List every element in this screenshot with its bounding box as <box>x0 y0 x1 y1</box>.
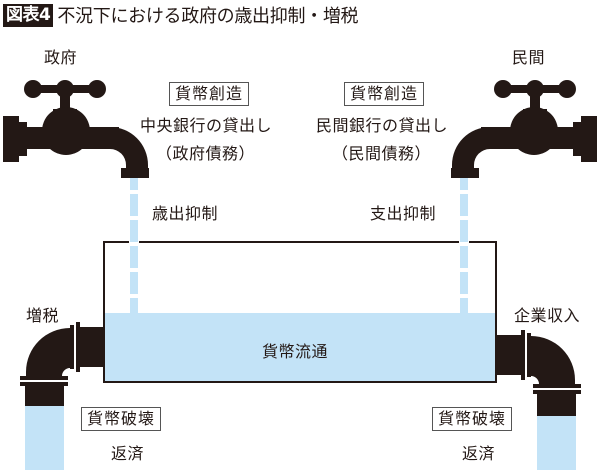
faucet-left-icon <box>3 80 149 178</box>
government-label: 政府 <box>44 48 78 67</box>
drain-water-left <box>25 406 64 470</box>
repayment-label-left: 返済 <box>111 444 145 463</box>
drain-water-right-wide <box>537 416 576 470</box>
money-creation-box-left: 貨幣創造 <box>169 82 250 106</box>
figure-title-text: 不況下における政府の歳出抑制・増税 <box>57 6 359 27</box>
expenditure-restraint-label: 支出抑制 <box>370 204 437 223</box>
central-bank-lending-label: 中央銀行の貸出し <box>140 116 273 135</box>
corporate-income-label: 企業収入 <box>514 306 581 325</box>
repayment-label-right: 返済 <box>462 444 496 463</box>
money-circulation-label: 貨幣流通 <box>262 342 329 361</box>
money-destruction-box-right: 貨幣破壊 <box>432 407 513 431</box>
drain-pipe-right-icon <box>497 330 581 416</box>
private-debt-label: （民間債務） <box>332 144 432 163</box>
tank-water <box>104 313 496 382</box>
tank-outline <box>103 241 497 383</box>
figure-title: 図表4 不況下における政府の歳出抑制・増税 <box>3 3 359 27</box>
drain-pipe-left-icon <box>20 322 104 406</box>
water-stream-right <box>460 178 468 313</box>
money-destruction-box-left: 貨幣破壊 <box>81 407 162 431</box>
water-stream-left <box>130 178 138 313</box>
spending-restraint-label: 歳出抑制 <box>152 204 219 223</box>
money-creation-box-right: 貨幣創造 <box>344 82 425 106</box>
figure-number-badge: 図表4 <box>3 3 54 27</box>
tax-increase-label: 増税 <box>26 306 60 325</box>
faucet-right-icon <box>451 80 597 178</box>
private-bank-lending-label: 民間銀行の貸出し <box>316 116 449 135</box>
private-sector-label: 民間 <box>512 48 546 67</box>
government-debt-label: （政府債務） <box>156 144 256 163</box>
